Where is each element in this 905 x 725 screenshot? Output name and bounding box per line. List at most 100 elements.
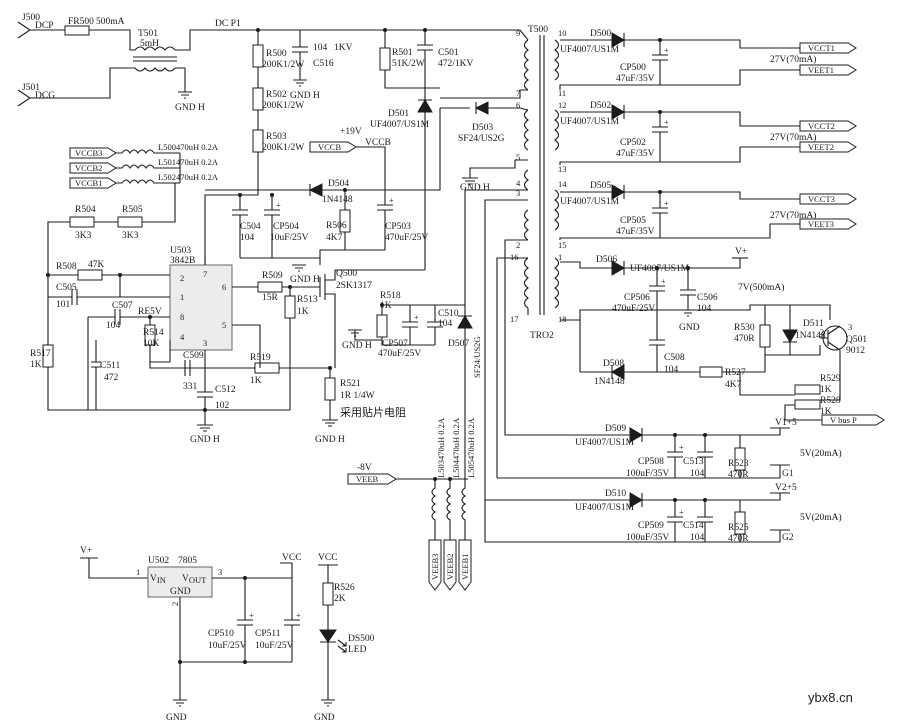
c513-value: 104 xyxy=(690,469,705,479)
r525-value: 470R xyxy=(728,534,749,544)
dcg-label: DCG xyxy=(35,91,55,101)
c501-label: C501 xyxy=(438,48,459,58)
u503-pin-3: 3 xyxy=(203,338,207,348)
led-indicator: VCC R526 2K DS500 LED GND xyxy=(314,553,375,723)
d507-label: D507 xyxy=(448,339,469,349)
veeb3-port xyxy=(428,539,442,591)
l504-label: L504470uH 0.2A xyxy=(451,417,461,478)
cp504-value: 10uF/25V xyxy=(270,233,309,243)
d508-label: D508 xyxy=(603,359,624,369)
veeb2-port xyxy=(443,539,457,591)
u502-value: 7805 xyxy=(178,556,197,566)
led-ds500 xyxy=(319,629,337,643)
r501-label: R501 xyxy=(392,48,413,58)
u503-pin-4: 4 xyxy=(180,332,185,342)
svg-text:+: + xyxy=(414,312,419,322)
r508-label: R508 xyxy=(56,262,77,272)
inductor-l501 xyxy=(116,164,180,169)
r504-value: 3K3 xyxy=(75,231,92,241)
watermark-text: ybx8.cn xyxy=(808,690,853,705)
d510-value: UF4007/US1M xyxy=(575,503,635,513)
c513-label: C513 xyxy=(683,457,704,467)
c516-value: 104 xyxy=(313,43,328,53)
veeb2-label: VEEB2 xyxy=(445,554,455,580)
output-5v-2: D510 UF4007/US1M + CP509 100uF/35V C514 … xyxy=(484,483,842,544)
resistor-r527 xyxy=(699,366,723,378)
r517-label: R517 xyxy=(30,349,51,359)
cp511-value: 10uF/25V xyxy=(255,641,294,651)
t501-value: 5mH xyxy=(140,39,159,49)
r514-label: R514 xyxy=(143,328,164,338)
output-5v-1: D509 UF4007/US1M + CP508 100uF/35V C513 … xyxy=(497,418,842,480)
u503-pin-2: 2 xyxy=(180,273,184,283)
mosfet-q500 xyxy=(319,270,336,300)
p19v-label: +19V xyxy=(340,127,362,137)
r513-label: R513 xyxy=(297,295,318,305)
resistor-r509 xyxy=(257,281,283,293)
u502-label: U502 xyxy=(148,556,169,566)
r526-label: R526 xyxy=(334,583,355,593)
diode-d500 xyxy=(611,32,625,48)
c510-value: 104 xyxy=(438,319,453,329)
cp505-label: CP505 xyxy=(620,216,646,226)
r509-value: 15R xyxy=(262,293,279,303)
vcct1-port xyxy=(799,42,857,54)
d503-label: D503 xyxy=(472,123,493,133)
r508-value: 47K xyxy=(88,260,105,270)
resistor-r513 xyxy=(284,295,296,319)
controller-u503: U503 3842B 2 1 8 4 7 6 5 3 xyxy=(169,246,233,351)
veet1-port xyxy=(799,64,857,76)
vplus-label: V+ xyxy=(735,247,747,257)
svg-text:+: + xyxy=(664,45,669,55)
v27-2-label: 27V(70mA) xyxy=(770,132,816,143)
vccb2-port xyxy=(69,162,117,174)
ctrl-gnd-label: GND H xyxy=(190,435,220,445)
u502-pin-3: 3 xyxy=(218,567,222,577)
ds500-value: LED xyxy=(348,645,367,655)
d507-value: SF24/US2G xyxy=(472,336,482,378)
resistor-r526 xyxy=(322,582,334,606)
c512-value: 102 xyxy=(215,401,230,411)
cp506-label: CP506 xyxy=(624,293,650,303)
vccb3-label: VCCB3 xyxy=(75,148,102,158)
resistor-r501 xyxy=(379,47,391,71)
pin-17: 17 xyxy=(510,314,519,324)
pin-10: 10 xyxy=(558,28,567,38)
pin-6: 6 xyxy=(516,100,520,110)
veet1-label: VEET1 xyxy=(808,65,834,75)
vcct3-label: VCCT3 xyxy=(808,194,835,204)
svg-text:+: + xyxy=(249,610,254,620)
r514-value: 10K xyxy=(143,339,160,349)
veet2-port xyxy=(799,141,857,153)
r500-value: 200K1/2W xyxy=(262,60,304,70)
cp503-label: CP503 xyxy=(385,222,411,232)
r505-value: 3K3 xyxy=(122,231,139,241)
tro2-label: TRO2 xyxy=(530,331,554,341)
u502-vin-main: V xyxy=(150,574,157,584)
u503-pin-8: 8 xyxy=(180,312,184,322)
u502-pin-2: 2 xyxy=(170,602,180,606)
pin-15: 15 xyxy=(558,240,567,250)
t501-label: T501 xyxy=(138,29,158,39)
vccb-section: VCCB3 VCCB2 VCCB1 L500470uH 0.2A L501470… xyxy=(47,127,391,265)
c505-label: C505 xyxy=(56,283,77,293)
r503-value: 200K1/2W xyxy=(262,143,304,153)
common-mode-choke-bottom xyxy=(134,67,176,72)
vccb3-port xyxy=(69,147,117,159)
controller-periphery: R508 47K C505 101 R517 1K C507 104 RE5V … xyxy=(30,257,425,445)
vcct1-label: VCCT1 xyxy=(808,43,835,53)
diode-d507 xyxy=(457,315,473,329)
diode-d505 xyxy=(611,184,625,200)
u502-vout: VOUT xyxy=(182,574,207,585)
g1-label: G1 xyxy=(782,469,794,479)
fr500-value: 500mA xyxy=(96,17,125,27)
d509-value: UF4007/US1M xyxy=(575,438,635,448)
inductor-l504 xyxy=(446,479,451,540)
ic-u503 xyxy=(169,264,233,351)
d504-label: D504 xyxy=(328,179,349,189)
d500-label: D500 xyxy=(590,29,611,39)
svg-text:+: + xyxy=(276,200,281,210)
d503-value: SF24/US2G xyxy=(458,134,505,144)
cp502-label: CP502 xyxy=(620,138,646,148)
